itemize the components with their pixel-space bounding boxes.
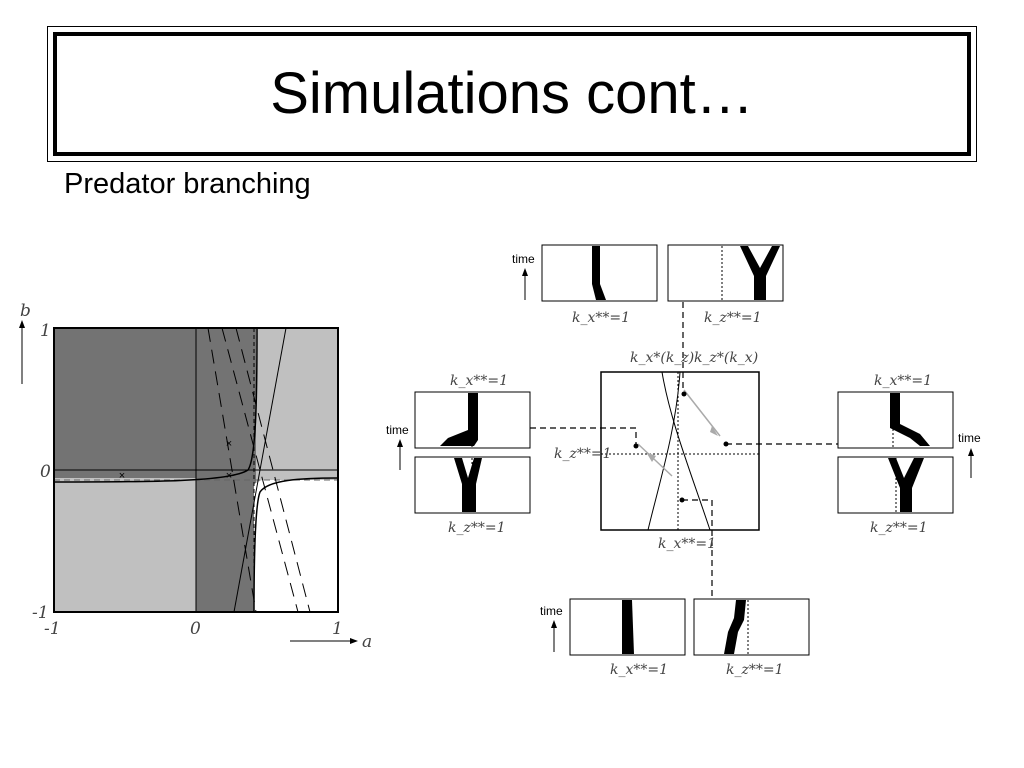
- center-label-kx-of-kz: k_x*(k_z): [630, 350, 694, 366]
- region-white: [254, 480, 338, 612]
- time-arrow-right-head: [968, 448, 974, 456]
- title-box: Simulations cont…: [47, 26, 977, 162]
- x-axis-label: a: [362, 632, 372, 652]
- center-curve-a: [661, 371, 711, 531]
- trace-left-top: [440, 393, 478, 446]
- x-axis-arrow-head: [350, 638, 358, 644]
- panel-bottom-right: [693, 598, 810, 656]
- label-left-top: k_x**=1: [450, 373, 508, 389]
- trace-bottom-left: [622, 600, 634, 654]
- time-label-right: time: [958, 431, 981, 445]
- center-panel: [600, 371, 760, 531]
- trace-left-bottom: [454, 458, 482, 512]
- branching-diagram: k_x*(k_z) k_z*(k_x) k_z**=1 k_x**=1 time…: [386, 244, 981, 678]
- x-tick-zero: 0: [190, 619, 201, 639]
- region-dark-lower: [196, 470, 256, 612]
- plot-frame: [53, 327, 339, 613]
- time-label-left: time: [386, 423, 409, 437]
- marker-x-1: ×: [119, 470, 125, 482]
- grey-arrow-1: [683, 389, 721, 437]
- trace-bottom-right: [724, 600, 746, 654]
- trace-right-bottom: [888, 458, 924, 512]
- center-label-kz-of-kx: k_z*(k_x): [694, 350, 758, 366]
- connector-left: [530, 427, 637, 446]
- diagonal-line: [233, 328, 287, 612]
- trace-top-right: [740, 246, 780, 300]
- dashed-diagonal-2: [235, 328, 311, 612]
- marker-x-2: ×: [226, 438, 232, 450]
- y-tick-top: 1: [40, 321, 51, 341]
- center-label-bottom: k_x**=1: [658, 536, 716, 552]
- slide-title: Simulations cont…: [270, 61, 754, 126]
- y-axis-label: b: [20, 301, 31, 321]
- x-tick-right: 1: [332, 619, 343, 639]
- caption-top-left: k_x**=1: [572, 310, 630, 326]
- time-arrow-left-head: [397, 439, 403, 447]
- grey-arrow-2-head: [646, 452, 656, 462]
- label-right-top: k_x**=1: [874, 373, 932, 389]
- boundary-curve-upper: [54, 328, 258, 483]
- trace-top-left: [592, 246, 606, 300]
- trace-right-top: [890, 393, 930, 446]
- time-arrow-top-head: [522, 268, 528, 276]
- dashed-diagonal-3: [207, 328, 257, 612]
- label-left-bottom: k_z**=1: [448, 520, 506, 536]
- region-dark-upper: [54, 328, 256, 478]
- grey-arrow-2: [637, 443, 673, 477]
- grey-arrow-1-head: [710, 426, 718, 436]
- caption-bottom-left: k_x**=1: [610, 662, 668, 678]
- center-dot-top: [681, 391, 687, 397]
- time-label-top: time: [512, 252, 535, 266]
- center-label-left: k_z**=1: [554, 446, 612, 462]
- marker-x-3: ×: [226, 470, 232, 482]
- time-arrow-bottom-head: [551, 620, 557, 628]
- time-label-bottom: time: [540, 604, 563, 618]
- caption-bottom-right: k_z**=1: [726, 662, 784, 678]
- dashed-diagonal-1: [221, 328, 299, 612]
- y-tick-bottom: -1: [32, 603, 49, 623]
- boundary-curve-lower: [253, 477, 338, 612]
- y-axis-arrow-head: [19, 320, 25, 328]
- y-tick-zero: 0: [40, 462, 51, 482]
- parameter-plot: × × × b a 1 0 -1 -1 0 1: [19, 301, 372, 652]
- x-tick-left: -1: [44, 619, 61, 639]
- connector-bottom: [682, 499, 713, 598]
- caption-top-right: k_z**=1: [704, 310, 762, 326]
- label-right-bottom: k_z**=1: [870, 520, 928, 536]
- slide-subtitle: Predator branching: [64, 168, 311, 200]
- title-frame: Simulations cont…: [53, 32, 971, 156]
